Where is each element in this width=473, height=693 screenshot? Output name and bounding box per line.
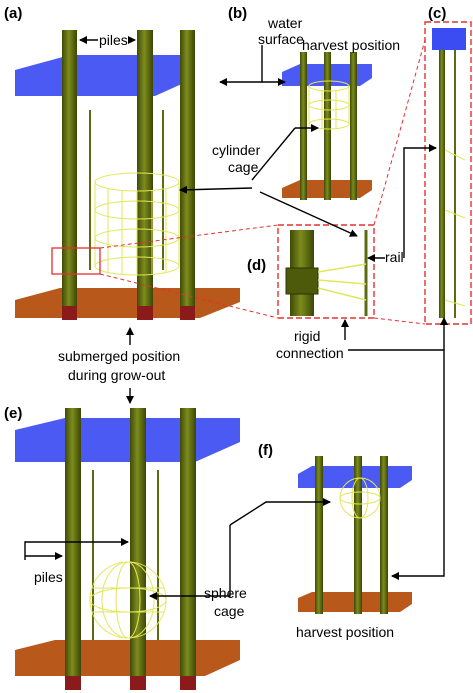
pile-b-left — [300, 52, 307, 200]
panel-e-structure — [15, 408, 240, 690]
detail-box-a — [51, 247, 101, 275]
label-piles-top: piles — [99, 32, 128, 48]
label-rigid: rigid — [294, 328, 320, 344]
panel-f-structure — [298, 456, 412, 614]
label-sphere: sphere — [204, 585, 247, 601]
label-surface: surface — [258, 31, 304, 47]
water-surface-e — [15, 418, 240, 462]
detail-box-c — [424, 21, 472, 325]
annotation-arrows — [24, 36, 448, 600]
panel-b-structure — [282, 52, 372, 200]
water-surface-a — [15, 55, 195, 96]
seabed-a — [15, 288, 240, 318]
pile-f-left — [315, 456, 323, 614]
sphere-cage-e — [89, 561, 167, 639]
pile-e-right — [180, 408, 196, 690]
panel-label-a: (a) — [4, 5, 22, 22]
panel-c-rail-detail — [424, 21, 472, 325]
pile-f-center — [354, 456, 362, 614]
pile-f-right — [380, 456, 388, 614]
label-piles-bottom: piles — [34, 569, 63, 585]
panel-d-connection-detail — [277, 224, 375, 319]
seabed-e — [15, 640, 240, 676]
pile-a-center — [137, 30, 153, 320]
label-water: water — [267, 15, 303, 31]
pile-e-left — [65, 408, 81, 690]
label-cage-sphere: cage — [214, 603, 245, 619]
pile-e-center — [130, 408, 146, 690]
panel-label-e: (e) — [4, 405, 22, 422]
label-during-grow-out: during grow-out — [68, 367, 165, 383]
label-harvest-position-top: harvest position — [302, 37, 400, 53]
panel-label-f: (f) — [258, 442, 273, 459]
cylinder-cage-b — [308, 80, 350, 130]
detail-box-d — [277, 224, 375, 319]
label-rail: rail — [385, 249, 404, 265]
pile-b-center — [324, 52, 331, 200]
label-harvest-position-bottom: harvest position — [296, 624, 394, 640]
panel-label-d: (d) — [247, 257, 266, 274]
label-cage-cylinder: cage — [228, 159, 259, 175]
rail-c — [439, 50, 445, 318]
sphere-cage-f — [339, 477, 381, 519]
panel-label-b: (b) — [228, 5, 247, 22]
pile-a-right — [180, 30, 195, 320]
pile-a-left — [62, 30, 77, 320]
panel-label-c: (c) — [428, 5, 446, 22]
pile-b-right — [350, 52, 357, 200]
label-connection: connection — [276, 345, 344, 361]
label-cylinder: cylinder — [212, 142, 261, 158]
panel-a-structure — [15, 30, 240, 320]
label-submerged-position: submerged position — [58, 348, 180, 364]
